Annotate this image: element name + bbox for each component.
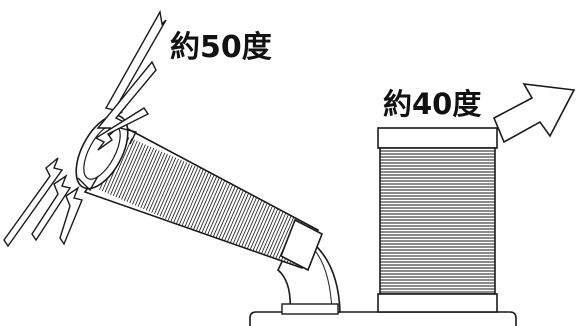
hose-rib <box>137 151 163 207</box>
hose-rib <box>178 169 204 225</box>
arrow-up-right-icon <box>492 83 576 144</box>
hose-rib <box>211 183 237 240</box>
hose-rib <box>165 163 190 219</box>
hose-rib <box>143 153 168 210</box>
hose-rib <box>264 206 289 263</box>
hose-rib <box>220 187 245 243</box>
hose-rib <box>126 146 152 203</box>
hose-rib <box>250 200 276 257</box>
hose-rib <box>203 180 229 236</box>
angle-label-50: 約50度 <box>170 30 272 65</box>
hose-rib <box>206 181 232 237</box>
hose-rib <box>239 195 265 252</box>
hose-rib <box>242 197 267 253</box>
stack-ribs <box>380 150 495 293</box>
airflow-arrows-icon <box>3 9 167 248</box>
hose-rib <box>236 194 262 251</box>
hose-rib <box>129 147 155 204</box>
hose-rib <box>189 174 215 230</box>
hose-rib <box>247 199 273 255</box>
hose-rib <box>132 149 157 205</box>
hose-rib <box>170 165 196 222</box>
hose-rib <box>148 156 174 212</box>
hose-rib <box>272 210 298 266</box>
hose-rib <box>222 188 248 245</box>
hose-rib <box>176 168 201 224</box>
vertical-duct <box>377 127 498 313</box>
hose-rib <box>140 152 166 209</box>
hose-rib <box>244 198 270 254</box>
hose-rib <box>200 179 226 235</box>
hose-rib <box>134 150 160 206</box>
hose-rib <box>173 167 199 223</box>
hose-rib <box>255 203 281 259</box>
hose-rib <box>112 140 138 197</box>
hose-rib <box>269 209 295 265</box>
hose-rib <box>121 144 146 200</box>
hose-rib <box>209 182 234 239</box>
flexible-hose <box>83 127 324 272</box>
hose-rib <box>258 204 284 260</box>
hose-rib <box>154 158 179 215</box>
hose-rib <box>228 191 254 247</box>
hose-rib <box>159 161 185 217</box>
hose-rib <box>110 139 135 195</box>
hose-rib <box>115 141 141 198</box>
hose-rib <box>184 171 210 228</box>
hose-rib <box>217 186 243 242</box>
hose-rib <box>107 138 133 194</box>
hose-rib <box>233 193 259 249</box>
hose-rib <box>253 201 278 258</box>
hose-rib <box>266 207 292 264</box>
hose-rib <box>118 143 144 199</box>
hose-rib <box>151 157 177 213</box>
hose-rib <box>198 177 223 234</box>
hose-rib <box>162 162 188 218</box>
hose-rib <box>225 189 251 246</box>
hose-rib <box>261 205 287 261</box>
hose-rib <box>156 159 182 216</box>
hose-rib <box>214 185 240 241</box>
hose-rib <box>187 173 212 229</box>
hose-rib <box>192 175 218 231</box>
hose-rib <box>123 145 149 201</box>
hose-rib <box>195 176 221 233</box>
angle-label-40: 約40度 <box>383 87 482 121</box>
hose-rib <box>231 192 256 248</box>
hose-rib <box>167 164 193 221</box>
hose-rib <box>145 155 171 211</box>
hose-rib <box>181 170 207 227</box>
